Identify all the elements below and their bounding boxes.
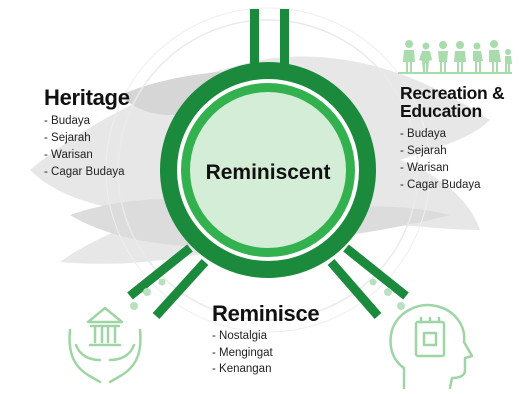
lower-left-connectors xyxy=(127,244,209,320)
people-silhouettes-icon xyxy=(398,40,512,74)
reminisce-item: Kenangan xyxy=(212,361,319,378)
recreation-title-line2: Education xyxy=(400,101,482,122)
reminisce-block: Reminisce Nostalgia Mengingat Kenangan xyxy=(212,301,320,378)
recreation-list: Budaya Sejarah Warisan Cagar Budaya xyxy=(400,126,504,194)
heritage-item: Cagar Budaya xyxy=(44,164,130,181)
heritage-title: Heritage xyxy=(44,85,130,110)
hands-holding-building-icon xyxy=(68,306,142,384)
lower-right-connectors xyxy=(327,244,409,319)
head-with-brain-chip-icon xyxy=(389,303,474,390)
recreation-title-line1: Recreation & xyxy=(400,83,505,103)
reminisce-title: Reminisce xyxy=(212,301,320,326)
center-label: Reminiscent xyxy=(205,161,331,184)
top-connector-left xyxy=(250,9,259,79)
heritage-item: Warisan xyxy=(44,147,130,164)
heritage-item: Budaya xyxy=(44,113,130,130)
recreation-item: Budaya xyxy=(400,126,504,143)
reminisce-item: Mengingat xyxy=(212,345,319,362)
heritage-list: Budaya Sejarah Warisan Cagar Budaya xyxy=(44,113,130,181)
reminisce-list: Nostalgia Mengingat Kenangan xyxy=(212,328,319,378)
recreation-item: Sejarah xyxy=(400,143,504,160)
recreation-item: Warisan xyxy=(400,160,504,177)
inner-circle xyxy=(190,92,346,248)
top-connector-right xyxy=(280,9,289,79)
recreation-education-block: Recreation & Education Budaya Sejarah Wa… xyxy=(400,83,505,194)
reminisce-item: Nostalgia xyxy=(212,328,319,345)
heritage-item: Sejarah xyxy=(44,130,130,147)
heritage-block: Heritage Budaya Sejarah Warisan Cagar Bu… xyxy=(44,86,130,181)
recreation-item: Cagar Budaya xyxy=(400,177,504,194)
